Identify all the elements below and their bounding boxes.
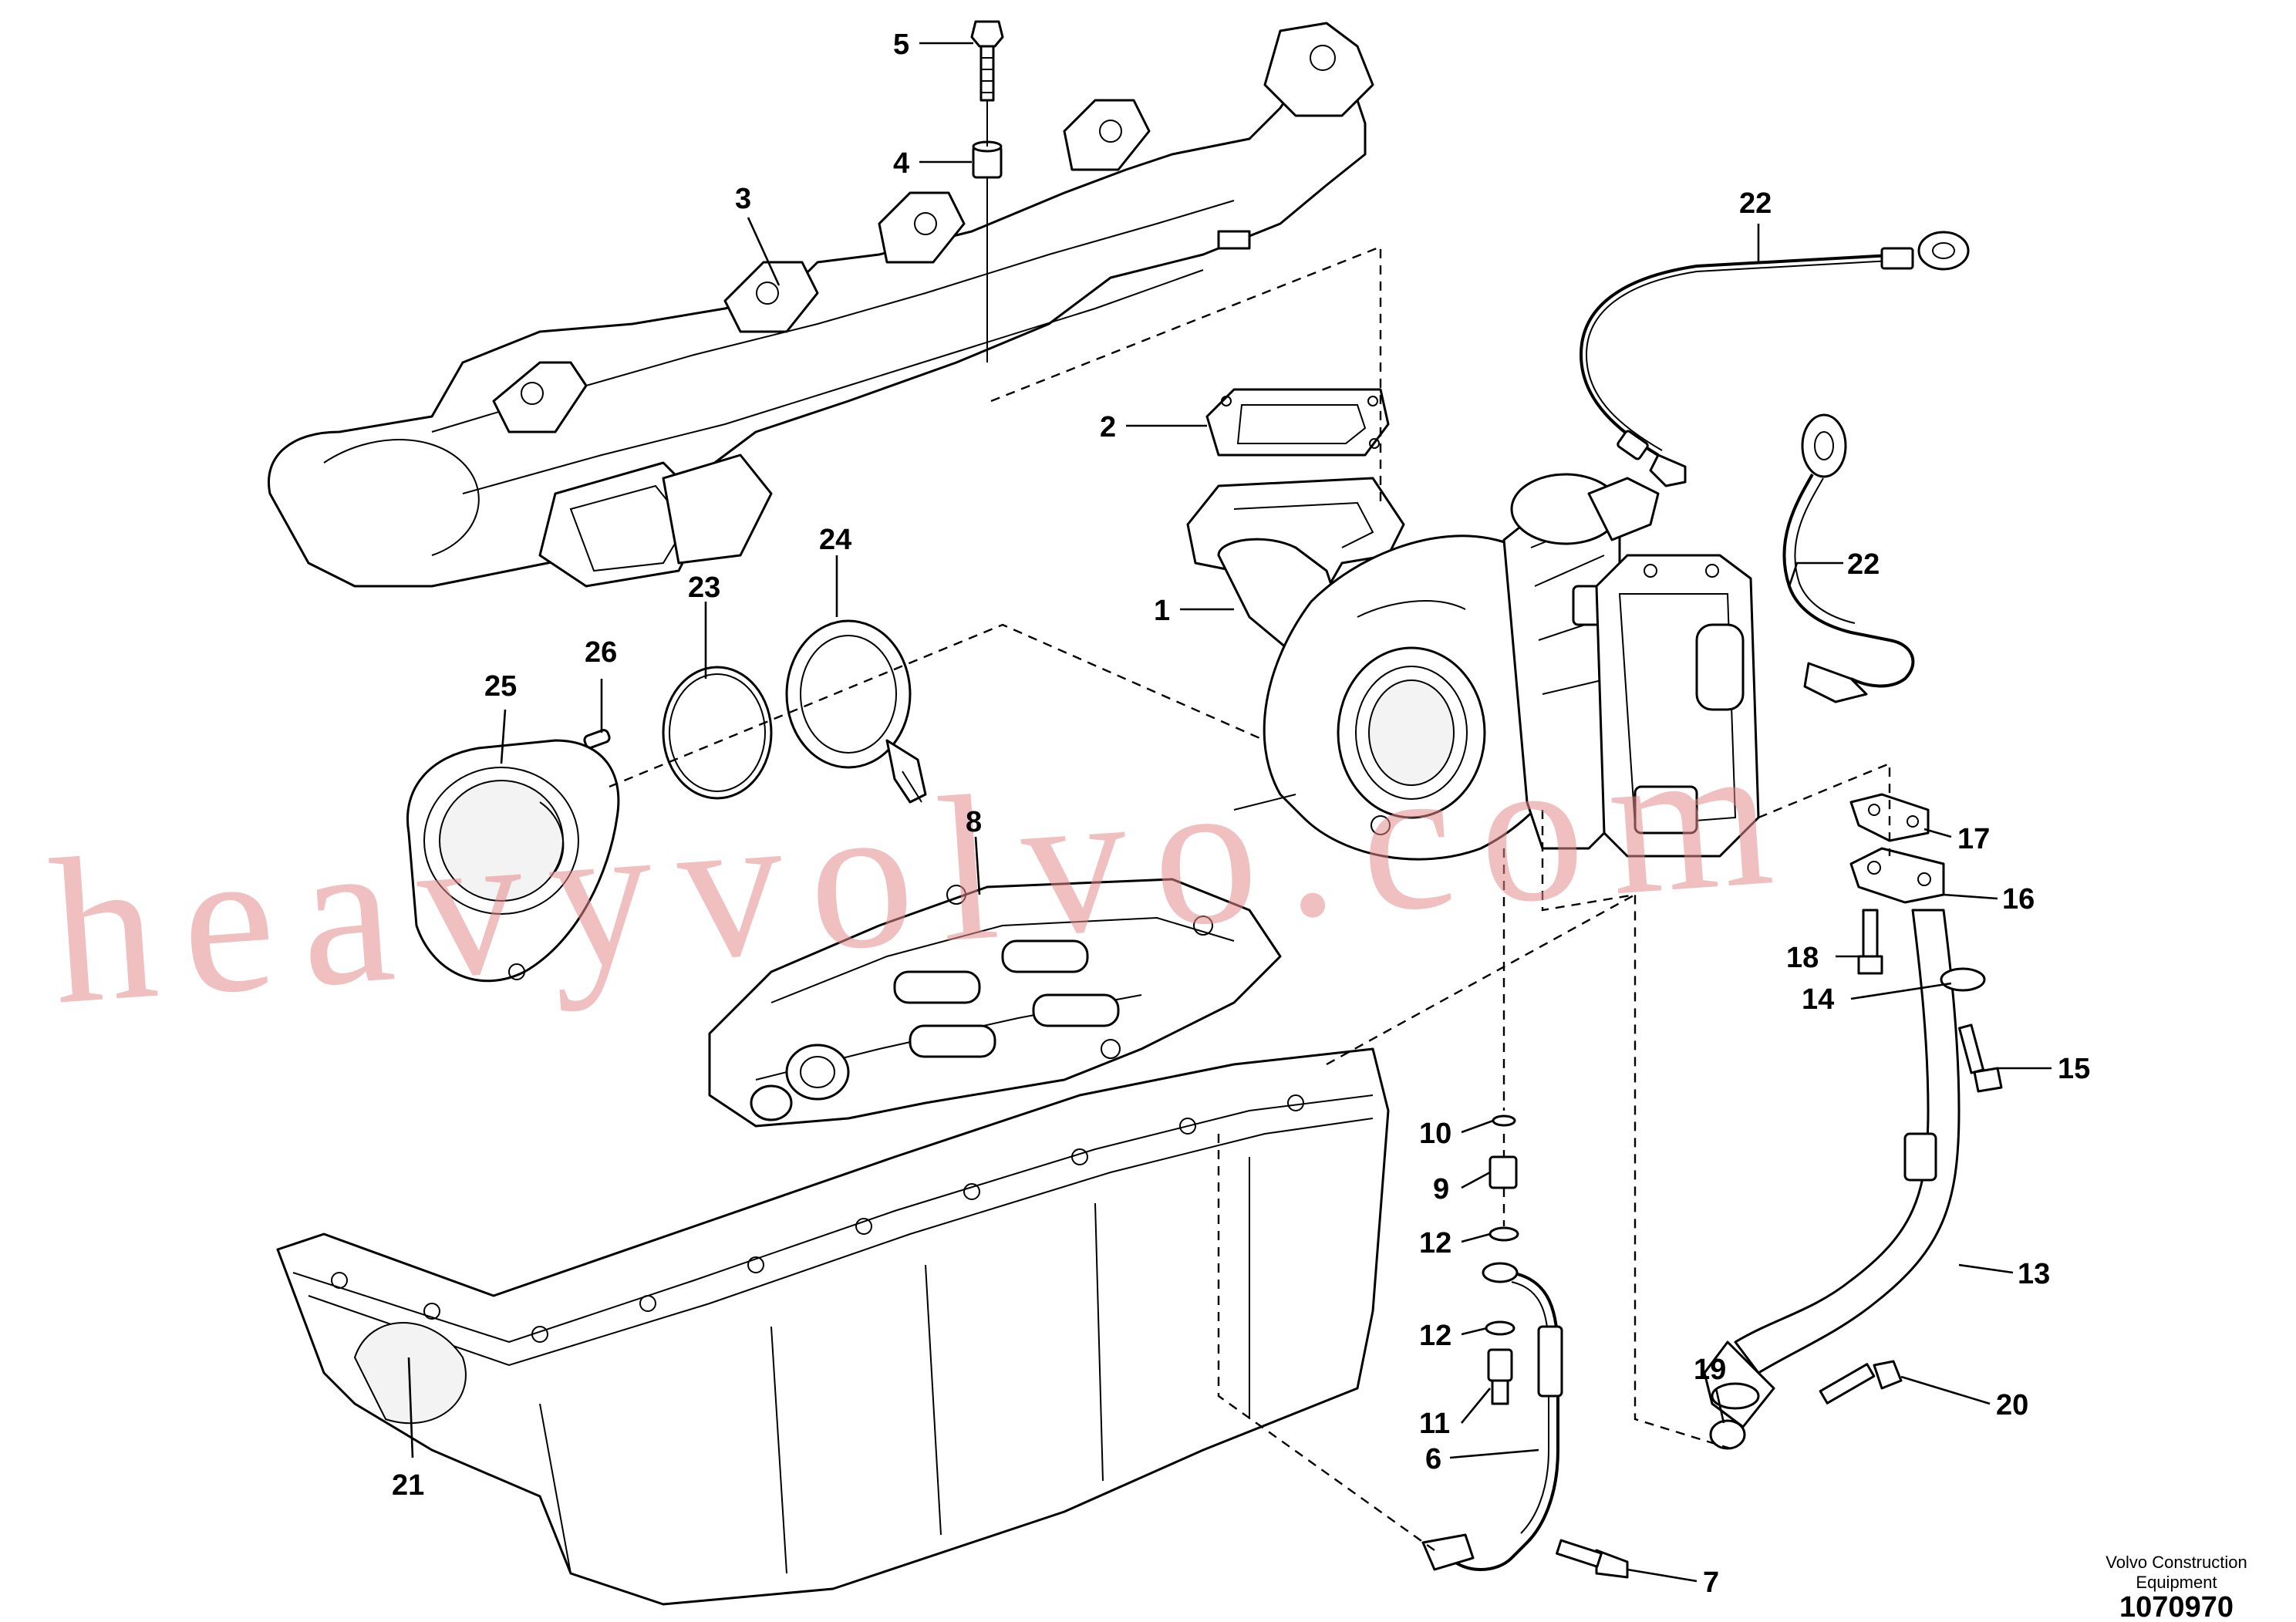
callout-19: 19 — [1694, 1354, 1726, 1386]
callout-10: 10 — [1419, 1118, 1451, 1150]
coolant-pipe-upper — [1580, 231, 1970, 487]
callout-25: 25 — [484, 670, 517, 703]
callout-15: 15 — [2058, 1053, 2090, 1085]
callout-6: 6 — [1425, 1443, 1441, 1475]
callout-24: 24 — [819, 524, 851, 556]
callout-labels: 5 4 3 2 1 22 22 24 23 26 25 8 17 16 18 1… — [392, 29, 2090, 1599]
coolant-pipe-lower — [1782, 413, 1915, 703]
outlet-adapter — [406, 739, 620, 983]
callout-11: 11 — [1419, 1408, 1450, 1440]
bolt-20 — [1819, 1360, 1903, 1404]
pipe-clamp-bolt — [1556, 1539, 1629, 1579]
assembly-line-sump — [1217, 893, 1636, 1551]
oil-sump — [276, 1047, 1390, 1606]
callout-7: 7 — [1703, 1566, 1719, 1599]
callout-9: 9 — [1433, 1173, 1449, 1206]
callout-17: 17 — [1957, 823, 1990, 855]
figure-number: 1070970 — [2119, 1591, 2234, 1622]
callout-2: 2 — [1100, 411, 1116, 443]
callout-22-upper: 22 — [1739, 187, 1772, 220]
bolt-15 — [1958, 1023, 2003, 1093]
turbocharger — [1186, 473, 1660, 861]
callout-23: 23 — [688, 572, 720, 604]
v-band-clamp — [785, 619, 927, 804]
guide-pin — [583, 729, 611, 749]
flange-16 — [1849, 847, 1945, 904]
callout-22-lower: 22 — [1847, 548, 1880, 581]
banjo-fitting — [1489, 1155, 1518, 1189]
assembly-line-return — [1541, 762, 1891, 1452]
sealing-ring — [662, 666, 773, 800]
callout-4: 4 — [893, 147, 909, 180]
callout-3: 3 — [735, 183, 751, 215]
callout-1: 1 — [1154, 595, 1170, 627]
oil-filter-housing — [708, 878, 1282, 1128]
seal-ring-12-lower — [1485, 1320, 1515, 1336]
callout-12-lower: 12 — [1419, 1320, 1451, 1352]
oil-supply-pipe — [1421, 1262, 1563, 1571]
seal-ring-10 — [1492, 1114, 1516, 1127]
callout-8: 8 — [966, 806, 982, 838]
brand-line-1: Volvo Construction — [2106, 1553, 2247, 1572]
assembly-line-manifold — [990, 245, 1382, 501]
footer-block: Volvo Construction Equipment 1070970 — [2106, 1553, 2247, 1622]
leader-lines — [407, 42, 2052, 1583]
seal-ring-12-upper — [1489, 1226, 1519, 1242]
callout-5: 5 — [893, 29, 909, 61]
banjo-bolt — [1487, 1348, 1513, 1405]
bolt-18 — [1857, 909, 1883, 975]
spacer-sleeve — [972, 140, 1003, 179]
oil-return-pipe — [1703, 909, 1961, 1428]
o-ring-19 — [1709, 1419, 1746, 1450]
callout-20: 20 — [1996, 1389, 2028, 1421]
o-ring-14 — [1940, 967, 1986, 992]
callout-21: 21 — [392, 1469, 424, 1502]
brand-line-2: Equipment — [2136, 1573, 2217, 1592]
callout-12-upper: 12 — [1419, 1227, 1451, 1259]
callout-18: 18 — [1786, 942, 1819, 974]
turbo-actuator — [1595, 554, 1760, 858]
manifold-bolt — [970, 20, 1004, 102]
callout-14: 14 — [1802, 983, 1834, 1016]
callout-26: 26 — [585, 636, 617, 669]
assembly-line-adapter — [609, 623, 1266, 788]
exhaust-manifold — [268, 22, 1374, 588]
callout-13: 13 — [2018, 1258, 2050, 1290]
turbo-gasket — [1205, 388, 1390, 457]
callout-16: 16 — [2002, 883, 2035, 916]
